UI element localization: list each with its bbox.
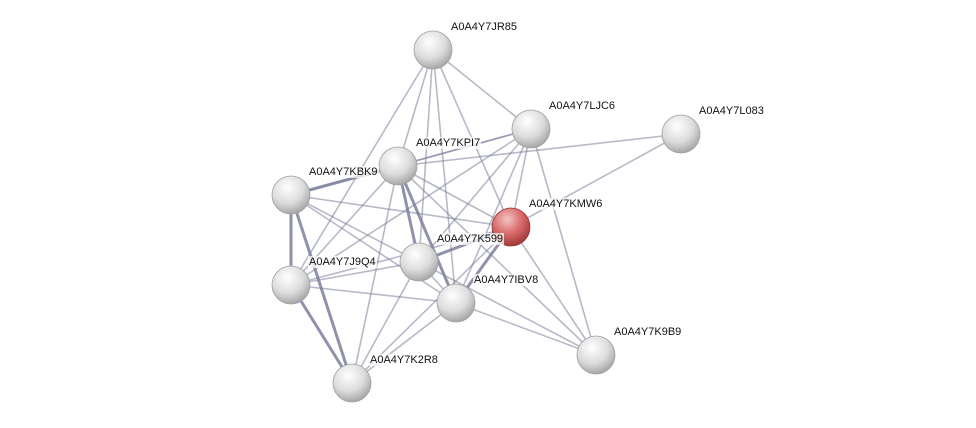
node-A0A4Y7K599[interactable] — [399, 242, 439, 282]
edge-A0A4Y7LJC6-A0A4Y7K9B9[interactable] — [530, 128, 597, 356]
node-A0A4Y7K2R8[interactable] — [332, 363, 372, 403]
edge-A0A4Y7JR85-A0A4Y7LJC6[interactable] — [432, 49, 532, 130]
node-label: A0A4Y7LJC6 — [548, 100, 617, 112]
edge-A0A4Y7JR85-A0A4Y7IBV8[interactable] — [432, 49, 457, 304]
node-label: A0A4Y7K9B9 — [613, 326, 683, 338]
edge-A0A4Y7JR85-A0A4Y7KPI7[interactable] — [397, 49, 434, 167]
edge-A0A4Y7KMW6-A0A4Y7K9B9[interactable] — [510, 226, 597, 356]
node-label: A0A4Y7J9Q4 — [308, 256, 377, 268]
node-A0A4Y7J9Q4[interactable] — [271, 265, 311, 305]
edge-A0A4Y7KMW6-A0A4Y7KPI7[interactable] — [397, 165, 512, 228]
edge-A0A4Y7L083-A0A4Y7KPI7[interactable] — [397, 133, 682, 167]
node-A0A4Y7L083[interactable] — [661, 114, 701, 154]
node-label: A0A4Y7L083 — [698, 105, 765, 117]
edge-A0A4Y7KPI7-A0A4Y7K2R8[interactable] — [351, 165, 399, 384]
node-A0A4Y7KBK9[interactable] — [271, 175, 311, 215]
edge-A0A4Y7JR85-A0A4Y7K599[interactable] — [418, 49, 434, 263]
node-A0A4Y7LJC6[interactable] — [511, 109, 551, 149]
edge-A0A4Y7KPI7-A0A4Y7IBV8[interactable] — [396, 165, 458, 304]
edge-A0A4Y7K599-A0A4Y7K2R8[interactable] — [351, 261, 420, 384]
node-label: A0A4Y7K2R8 — [369, 354, 439, 366]
edge-A0A4Y7L083-A0A4Y7KMW6[interactable] — [510, 133, 682, 228]
node-A0A4Y7JR85[interactable] — [413, 30, 453, 70]
edge-A0A4Y7KBK9-A0A4Y7IBV8[interactable] — [290, 194, 457, 304]
node-label: A0A4Y7K599 — [436, 233, 505, 245]
node-label: A0A4Y7KMW6 — [528, 198, 604, 210]
edge-A0A4Y7IBV8-A0A4Y7K9B9[interactable] — [455, 302, 597, 356]
edge-A0A4Y7K599-A0A4Y7K9B9[interactable] — [418, 261, 597, 356]
node-label: A0A4Y7IBV8 — [473, 274, 540, 286]
node-label: A0A4Y7KPI7 — [415, 137, 482, 149]
node-A0A4Y7K9B9[interactable] — [576, 335, 616, 375]
edge-A0A4Y7KBK9-A0A4Y7K599[interactable] — [290, 194, 420, 263]
node-A0A4Y7KPI7[interactable] — [378, 146, 418, 186]
edge-A0A4Y7J9Q4-A0A4Y7IBV8[interactable] — [290, 284, 457, 304]
node-label: A0A4Y7KBK9 — [308, 166, 379, 178]
edge-A0A4Y7KMW6-A0A4Y7KBK9[interactable] — [290, 194, 512, 228]
node-A0A4Y7IBV8[interactable] — [436, 283, 476, 323]
node-label: A0A4Y7JR85 — [450, 21, 519, 33]
edge-A0A4Y7K599-A0A4Y7J9Q4[interactable] — [290, 261, 420, 286]
edge-A0A4Y7IBV8-A0A4Y7K2R8[interactable] — [351, 302, 457, 384]
edge-A0A4Y7KPI7-A0A4Y7K9B9[interactable] — [397, 165, 597, 356]
edge-A0A4Y7LJC6-A0A4Y7IBV8[interactable] — [455, 128, 532, 304]
